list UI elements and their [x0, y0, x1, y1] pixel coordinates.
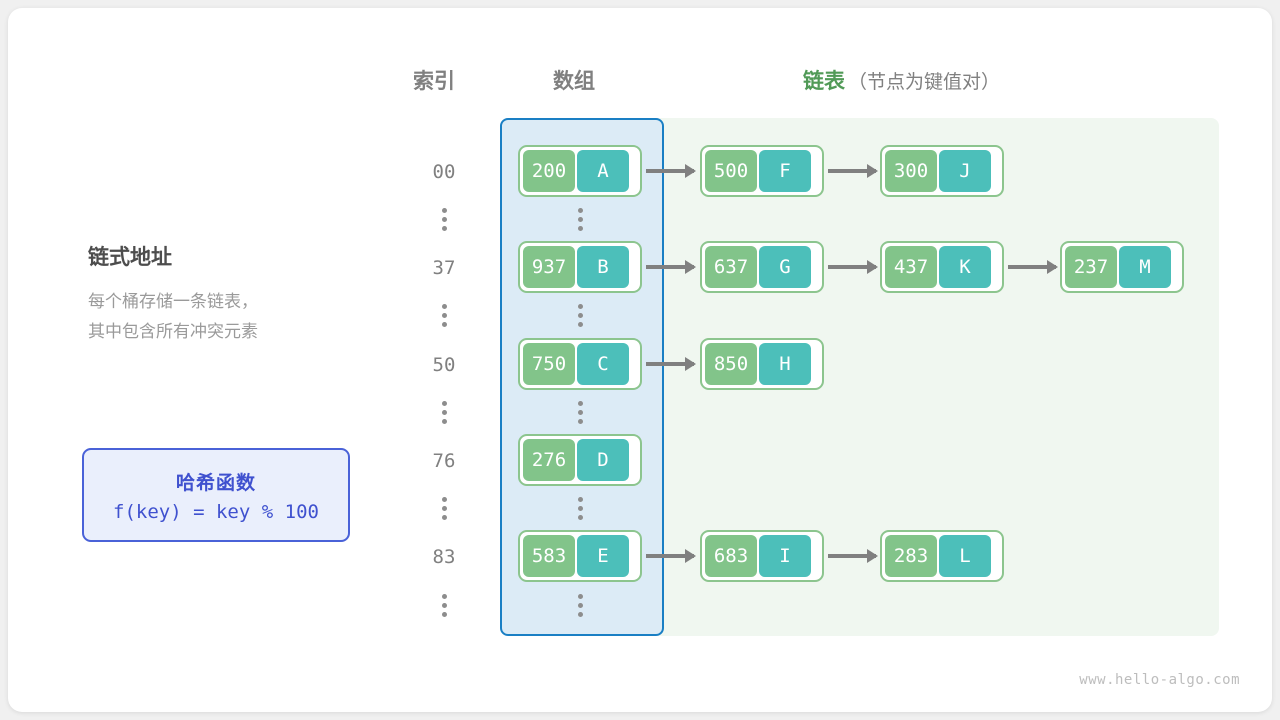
vertical-ellipsis-icon — [545, 497, 615, 520]
chain-arrow-icon — [646, 362, 694, 366]
node-key: 200 — [523, 150, 575, 192]
node-key: 637 — [705, 246, 757, 288]
chain-arrow-icon — [646, 169, 694, 173]
column-header-linked-list-sub: （节点为键值对） — [848, 72, 1001, 93]
node-value: A — [577, 150, 629, 192]
node-key: 750 — [523, 343, 575, 385]
node-value: K — [939, 246, 991, 288]
chain-arrow-icon — [828, 265, 876, 269]
column-header-linked-list: 链表 （节点为键值对） — [803, 65, 1000, 95]
hash-function-title: 哈希函数 — [175, 472, 256, 494]
node-value: L — [939, 535, 991, 577]
vertical-ellipsis-icon — [409, 401, 479, 424]
node-value: B — [577, 246, 629, 288]
node-key: 437 — [885, 246, 937, 288]
node-key: 850 — [705, 343, 757, 385]
vertical-ellipsis-icon — [545, 304, 615, 327]
bucket-index-label: 50 — [432, 354, 456, 376]
node-value: J — [939, 150, 991, 192]
chain-arrow-icon — [646, 554, 694, 558]
watermark: www.hello-algo.com — [1079, 672, 1240, 688]
chain-arrow-icon — [828, 554, 876, 558]
node-key: 300 — [885, 150, 937, 192]
column-header-array: 数组 — [553, 70, 595, 93]
node-value: F — [759, 150, 811, 192]
bucket-index-label: 83 — [432, 546, 456, 568]
node-key: 276 — [523, 439, 575, 481]
node-value: I — [759, 535, 811, 577]
vertical-ellipsis-icon — [409, 497, 479, 520]
node-key: 683 — [705, 535, 757, 577]
bucket-index-label: 76 — [432, 450, 456, 472]
column-header-linked-list-main: 链表 — [803, 70, 845, 93]
chain-arrow-icon — [1008, 265, 1056, 269]
chain-arrow-icon — [828, 169, 876, 173]
node-key: 237 — [1065, 246, 1117, 288]
bucket-index-label: 37 — [432, 257, 456, 279]
node-value: C — [577, 343, 629, 385]
vertical-ellipsis-icon — [409, 208, 479, 231]
node-key: 937 — [523, 246, 575, 288]
column-header-index: 索引 — [413, 70, 455, 93]
vertical-ellipsis-icon — [545, 208, 615, 231]
vertical-ellipsis-icon — [409, 594, 479, 617]
node-value: E — [577, 535, 629, 577]
vertical-ellipsis-icon — [409, 304, 479, 327]
bucket-index-label: 00 — [432, 161, 456, 183]
diagram-card: 索引 数组 链表 （节点为键值对） 链式地址 每个桶存储一条链表， 其中包含所有… — [8, 8, 1272, 712]
hash-function-box: 哈希函数 f(key) = key % 100 — [82, 448, 350, 542]
vertical-ellipsis-icon — [545, 401, 615, 424]
node-value: G — [759, 246, 811, 288]
caption-description: 每个桶存储一条链表， 其中包含所有冲突元素 — [88, 292, 258, 341]
node-key: 500 — [705, 150, 757, 192]
vertical-ellipsis-icon — [545, 594, 615, 617]
hash-function-formula: f(key) = key % 100 — [113, 500, 319, 523]
chain-arrow-icon — [646, 265, 694, 269]
node-value: H — [759, 343, 811, 385]
node-value: D — [577, 439, 629, 481]
node-key: 583 — [523, 535, 575, 577]
node-key: 283 — [885, 535, 937, 577]
node-value: M — [1119, 246, 1171, 288]
caption-title: 链式地址 — [88, 246, 172, 269]
